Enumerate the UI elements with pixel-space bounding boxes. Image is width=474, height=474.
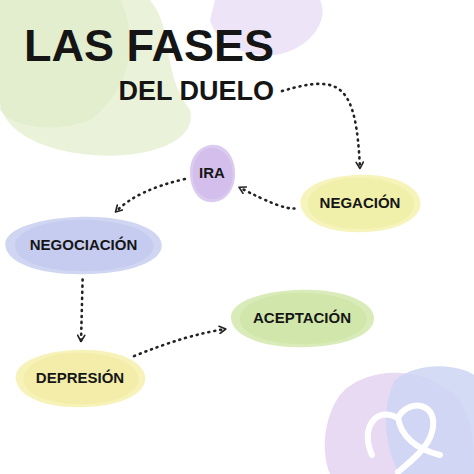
phase-blob: NEGACIÓN bbox=[298, 173, 423, 234]
phase-blob: DEPRESIÓN bbox=[13, 348, 148, 409]
dotted-arrow bbox=[116, 179, 185, 212]
phase-label: ACEPTACIÓN bbox=[253, 309, 351, 326]
phase-label: IRA bbox=[199, 164, 225, 181]
diagram-title: LAS FASES DEL DUELO bbox=[12, 16, 274, 105]
dotted-arrow bbox=[134, 329, 226, 356]
dotted-arrow bbox=[239, 187, 294, 208]
phase-label: NEGOCIACIÓN bbox=[30, 236, 138, 253]
phase-blob: NEGOCIACIÓN bbox=[2, 215, 165, 276]
title-leader-arrow bbox=[282, 84, 360, 169]
dotted-arrow bbox=[81, 280, 83, 342]
phase-label: DEPRESIÓN bbox=[36, 369, 124, 386]
phase-blob: ACEPTACIÓN bbox=[228, 288, 377, 349]
heart-logo bbox=[368, 406, 440, 472]
phase-blob: IRA bbox=[189, 143, 236, 204]
phase-label: NEGACIÓN bbox=[320, 194, 401, 211]
